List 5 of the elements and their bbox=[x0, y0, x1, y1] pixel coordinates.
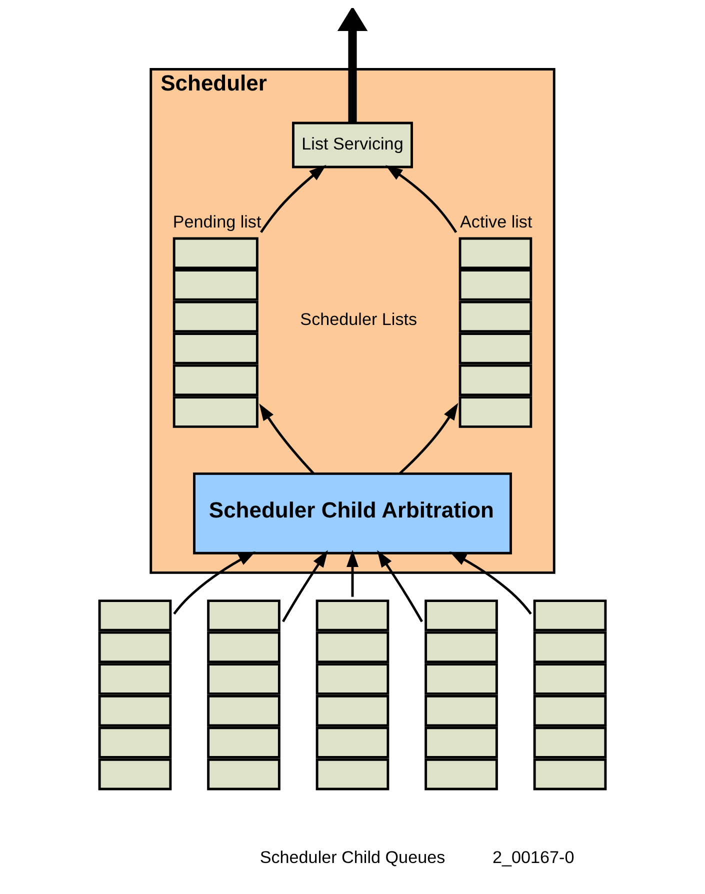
label: 2_00167-0 bbox=[492, 848, 574, 868]
node-label: Pending list bbox=[172, 212, 262, 232]
label: Scheduler Child Queues bbox=[260, 848, 446, 868]
label: Scheduler Lists bbox=[300, 310, 418, 329]
node-label: Active list bbox=[460, 212, 532, 232]
